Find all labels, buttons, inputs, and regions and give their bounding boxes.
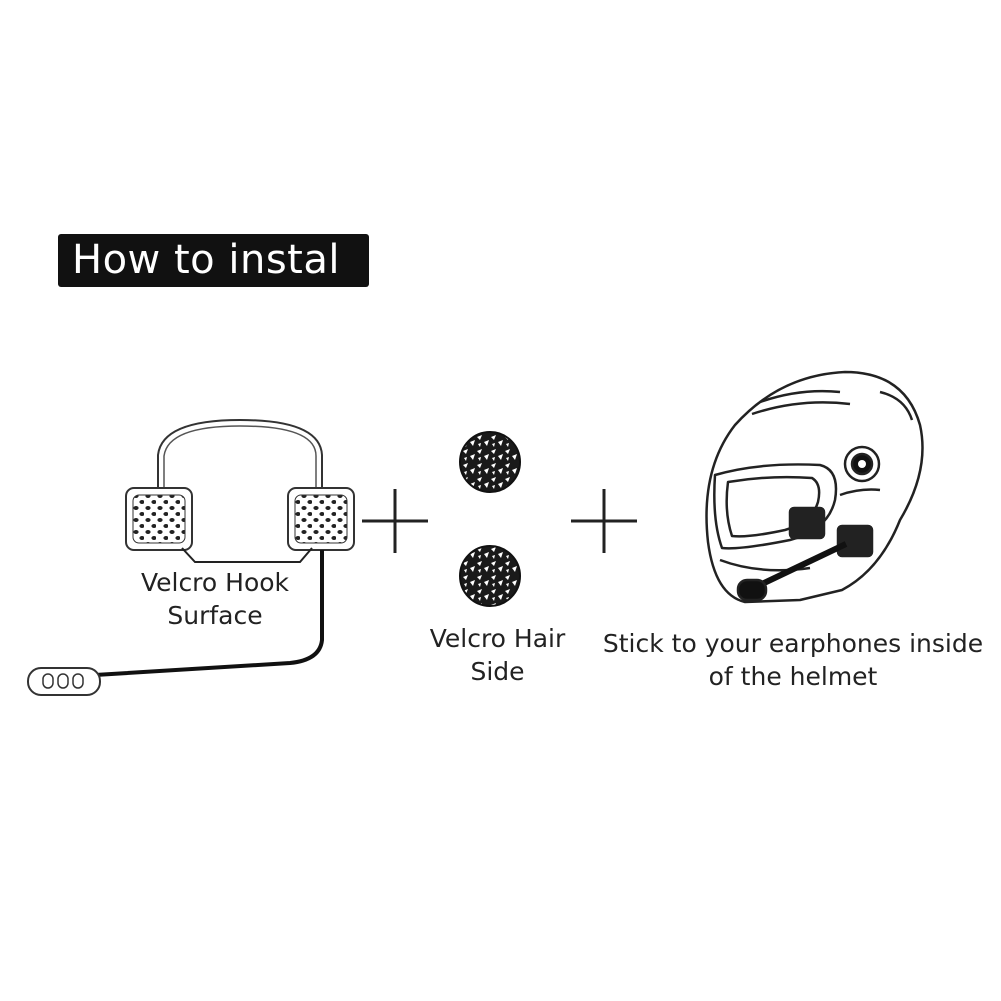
stick-instruction-line1: Stick to your earphones inside [602, 629, 984, 658]
how-to-install-title: How to instal [58, 234, 369, 287]
remote-control-icon [27, 667, 101, 696]
stick-instruction-label: Stick to your earphones inside of the he… [598, 627, 988, 693]
plus-icon-1 [362, 489, 428, 553]
headset-icon [27, 418, 355, 696]
plus-icon-2 [571, 489, 637, 553]
velcro-hair-label: Velcro Hair Side [405, 622, 590, 688]
velcro-hook-label-line2: Surface [167, 601, 263, 630]
velcro-hair-label-line1: Velcro Hair [429, 624, 566, 653]
velcro-hook-label-line1: Velcro Hook [140, 568, 290, 597]
stick-instruction-line2: of the helmet [708, 662, 878, 691]
velcro-dot-icon [459, 431, 521, 607]
helmet-icon [705, 370, 924, 604]
velcro-hook-label: Velcro Hook Surface [120, 566, 310, 632]
velcro-hair-label-line2: Side [470, 657, 525, 686]
